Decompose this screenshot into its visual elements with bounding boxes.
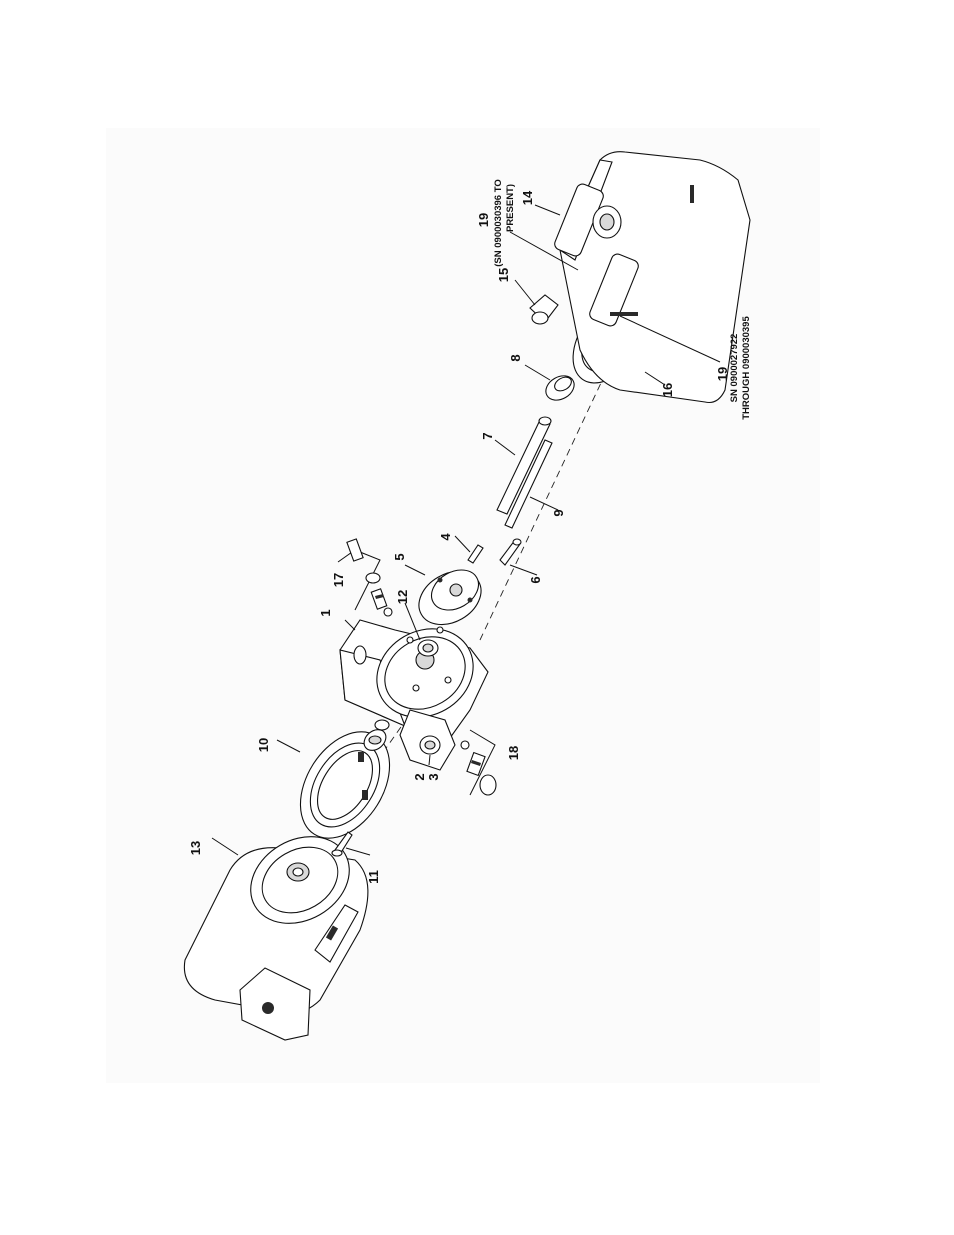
- callout-15: 15: [496, 268, 511, 282]
- callout-5: 5: [392, 553, 407, 560]
- gear-set-part-12: [418, 640, 438, 656]
- callout-2: 2: [412, 773, 427, 780]
- note-upper-line1: (SN 0900030396 TO: [493, 179, 504, 267]
- pin-part-4: [468, 545, 483, 563]
- callout-7: 7: [480, 432, 495, 439]
- plug-part-15: [530, 295, 558, 324]
- seal-cup-part-8: [542, 371, 579, 405]
- callout-18: 18: [506, 746, 521, 760]
- callout-17: 17: [331, 573, 346, 587]
- callout-11: 11: [366, 870, 381, 884]
- callout-8: 8: [508, 354, 523, 361]
- fitting-part-6: [500, 539, 521, 565]
- check-valve-kit-part-18: [461, 730, 496, 795]
- callout-16: 16: [660, 383, 675, 397]
- end-plate-part-5: [409, 561, 490, 636]
- callout-4: 4: [438, 533, 453, 541]
- callout-12: 12: [395, 590, 410, 604]
- callout-6: 6: [528, 576, 543, 583]
- callout-14: 14: [520, 190, 535, 205]
- callout-19-lower: 19: [715, 367, 730, 381]
- callout-10: 10: [256, 738, 271, 752]
- note-lower-line2: THROUGH 0900030395: [741, 316, 752, 420]
- adapter-ring-part-10: [282, 716, 408, 855]
- note-upper-line2: PRESENT): [505, 184, 516, 232]
- callout-3: 3: [426, 773, 441, 780]
- note-lower-line1: SN 0900027922: [729, 334, 740, 403]
- callout-19-upper: 19: [476, 213, 491, 227]
- callout-9: 9: [551, 509, 566, 516]
- callout-13: 13: [188, 841, 203, 855]
- callout-1: 1: [318, 609, 333, 616]
- relief-valve-kit-part-17: [338, 539, 392, 616]
